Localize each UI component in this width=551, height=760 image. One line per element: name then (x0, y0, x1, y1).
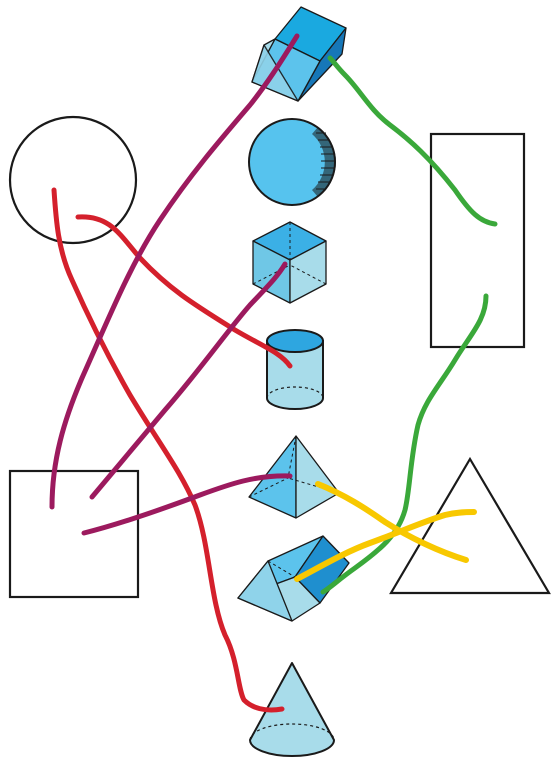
yellow-line-triangle-to-pyramid (315, 481, 469, 563)
purple-line-square-to-pyramid (81, 473, 293, 536)
green-line-rect-to-tri-prism (320, 293, 489, 595)
purple-line-square-to-rect-prism (49, 33, 300, 510)
cube (252, 221, 327, 304)
triangular-prism (237, 535, 350, 622)
red-line-circle-to-cylinder (75, 214, 293, 369)
circle-outline (8, 115, 138, 245)
green-line-rect-to-rect-prism (327, 55, 498, 227)
cylinder (266, 329, 324, 410)
rectangle-outline (429, 132, 526, 349)
square-outline (8, 469, 140, 599)
rectangular-prism (251, 6, 347, 102)
yellow-line-triangle-to-tri-prism (294, 509, 477, 582)
red-line-circle-to-cone (51, 187, 285, 713)
sphere (248, 118, 337, 206)
triangle-outline (389, 456, 551, 595)
cone (249, 662, 335, 757)
purple-line-square-to-cube (89, 261, 288, 500)
